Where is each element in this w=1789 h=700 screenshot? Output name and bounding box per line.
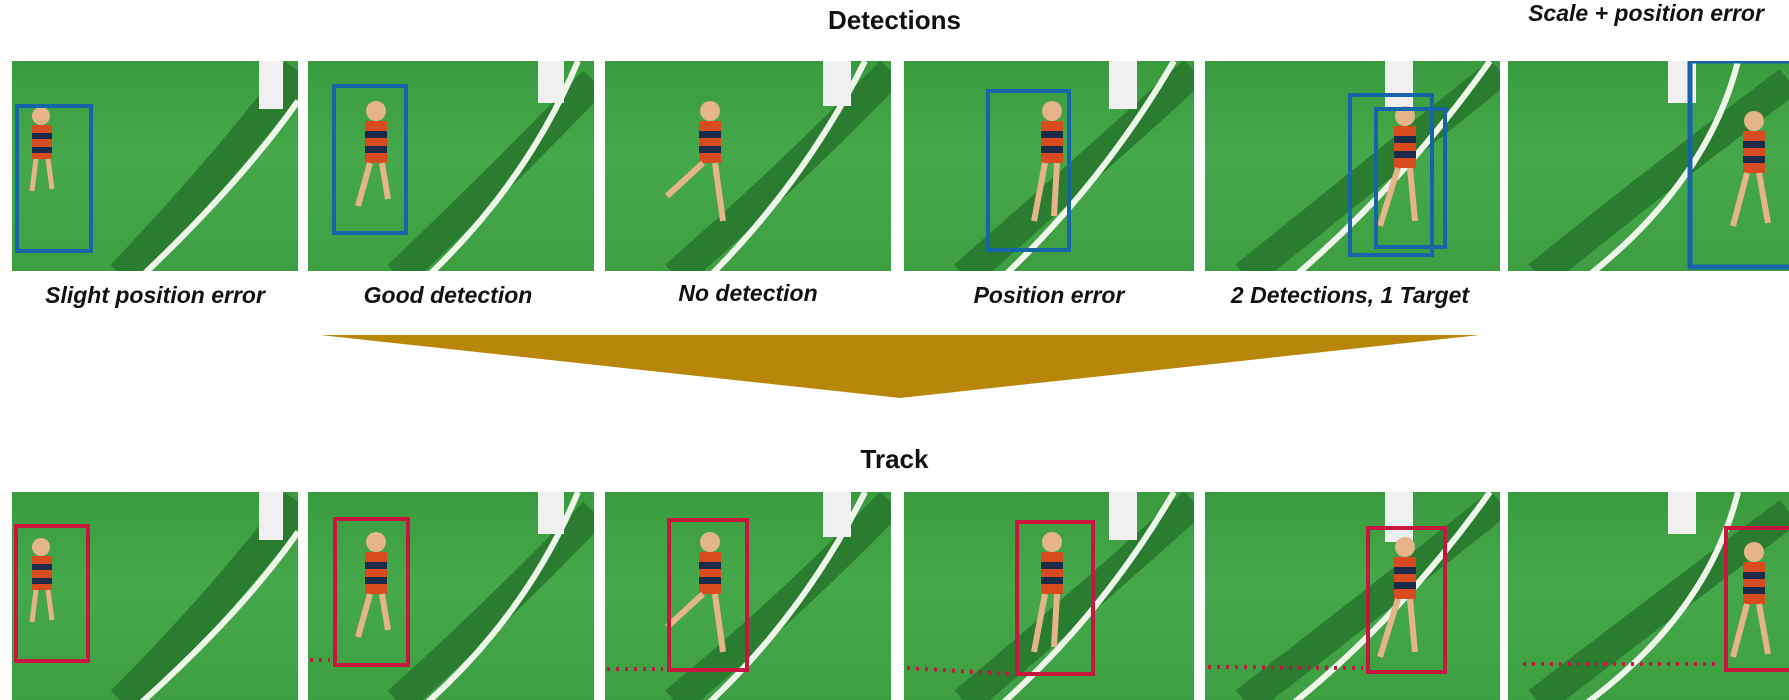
- detection-box: [986, 89, 1071, 252]
- detection-caption-1: Slight position error: [45, 282, 265, 308]
- track-frame-5: [1205, 492, 1500, 700]
- detection-caption-6: Scale + position error: [1528, 0, 1764, 26]
- detection-caption-3: No detection: [678, 280, 818, 306]
- detection-caption-2: Good detection: [363, 282, 533, 308]
- track-box: [1366, 526, 1447, 674]
- track-frame-6: [1508, 492, 1789, 700]
- detection-frame-6: [1508, 61, 1789, 271]
- detections-title: Detections: [828, 5, 961, 35]
- detection-box: [1348, 93, 1434, 257]
- track-title: Track: [860, 444, 929, 474]
- track-frame-3: [605, 492, 891, 700]
- track-frame-1: [12, 492, 298, 700]
- track-box: [14, 524, 90, 663]
- detection-caption-4: Position error: [973, 282, 1125, 308]
- track-box: [1015, 520, 1095, 676]
- detection-frame-1: [12, 61, 298, 271]
- detection-caption-5: 2 Detections, 1 Target: [1230, 282, 1470, 308]
- detection-box: [1374, 107, 1447, 249]
- track-frame-4: [904, 492, 1194, 700]
- detection-frame-2: [308, 61, 594, 271]
- detection-box: [15, 104, 93, 253]
- detection-frame-4: [904, 61, 1194, 271]
- detection-box: [1687, 61, 1789, 270]
- track-box: [667, 518, 749, 672]
- detection-box: [332, 84, 408, 235]
- detection-frame-3: [605, 61, 891, 271]
- track-frame-2: [308, 492, 594, 700]
- detection-frame-5: [1205, 61, 1500, 271]
- track-box: [333, 517, 410, 667]
- track-box: [1724, 526, 1789, 672]
